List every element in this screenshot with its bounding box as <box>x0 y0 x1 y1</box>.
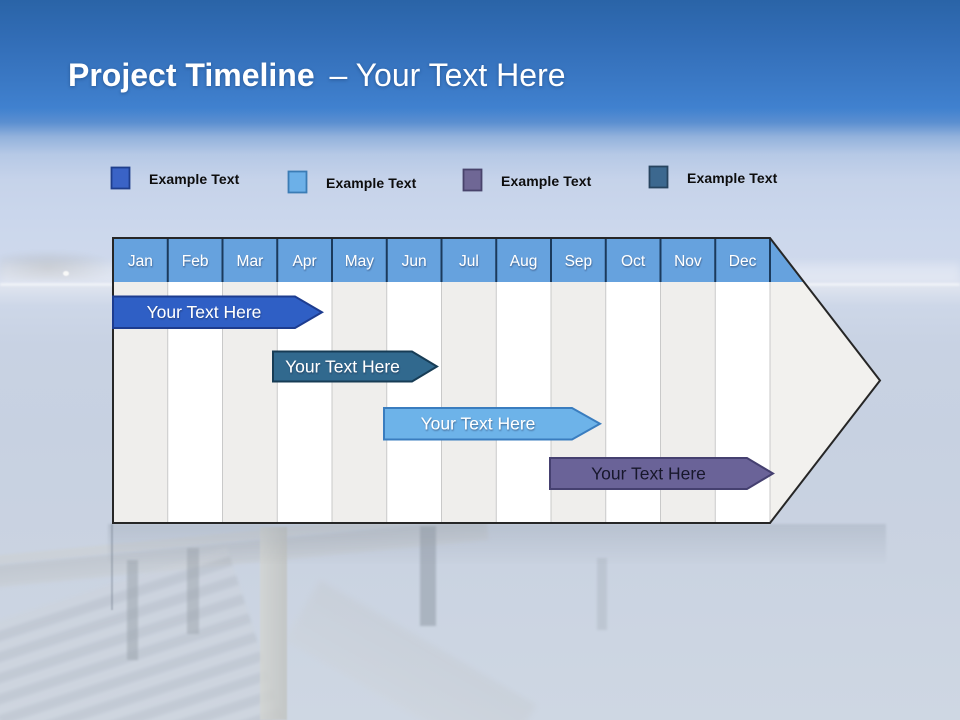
timeline-bar[interactable]: Your Text Here <box>549 457 775 490</box>
legend-item[interactable]: Example Text <box>287 170 416 195</box>
table-reflection <box>108 524 886 568</box>
month-label: Apr <box>293 253 317 270</box>
column-stripe <box>386 282 442 523</box>
legend-item[interactable]: Example Text <box>462 168 591 193</box>
month-label: Feb <box>182 253 209 270</box>
month-label: Oct <box>621 253 646 270</box>
column-stripe <box>441 282 497 523</box>
timeline-bar-label: Your Text Here <box>285 357 400 377</box>
month-labels: Jan Feb Mar Apr May Jun Jul Aug Sep Oct … <box>128 253 757 270</box>
timeline-bar[interactable]: Your Text Here <box>383 407 603 441</box>
title-secondary: – Your Text Here <box>329 57 566 93</box>
timeline-bar-label: Your Text Here <box>147 302 262 322</box>
title-primary: Project Timeline <box>68 57 315 93</box>
background-pier-post <box>127 560 138 660</box>
timeline-outline <box>112 237 882 524</box>
month-label: Jan <box>128 253 153 270</box>
column-stripe <box>332 282 387 523</box>
legend-color-swatch <box>287 170 308 194</box>
background-pier-post <box>187 548 199 634</box>
table-reflection-edge <box>111 524 113 610</box>
month-label: Jul <box>459 253 479 270</box>
timeline-bar-label: Your Text Here <box>591 464 706 484</box>
legend-item[interactable]: Example Text <box>648 165 777 190</box>
timeline-bar-label: Your Text Here <box>421 414 536 434</box>
background-pier-post <box>597 558 607 630</box>
month-label: Jun <box>402 253 427 270</box>
background-light-dot <box>63 271 69 276</box>
legend-color-swatch <box>648 165 669 189</box>
legend-color-swatch <box>462 168 483 192</box>
background-shoreline <box>0 250 120 280</box>
legend-item-label: Example Text <box>687 169 778 186</box>
column-stripe <box>496 282 551 523</box>
timeline-header <box>113 238 804 282</box>
month-label: Sep <box>565 253 593 270</box>
legend-item[interactable]: Example Text <box>110 166 239 191</box>
month-label: Nov <box>674 253 702 270</box>
timeline-bar[interactable]: Your Text Here <box>272 350 439 383</box>
background-pier-post <box>420 526 436 626</box>
month-label: Aug <box>510 253 538 270</box>
legend-item-label: Example Text <box>326 174 417 191</box>
month-label: Dec <box>729 253 757 270</box>
month-label: Mar <box>237 253 264 270</box>
legend-color-swatch <box>110 166 131 190</box>
legend-item-label: Example Text <box>501 172 592 189</box>
legend-item-label: Example Text <box>149 170 240 187</box>
timeline-bars: Your Text Here Your Text Here Your Text … <box>112 295 775 490</box>
header-separators <box>166 239 771 282</box>
month-label: May <box>345 253 375 270</box>
timeline-bar[interactable]: Your Text Here <box>112 295 324 329</box>
background-pier-post <box>260 527 287 720</box>
page-title[interactable]: Project Timeline – Your Text Here <box>68 56 566 94</box>
